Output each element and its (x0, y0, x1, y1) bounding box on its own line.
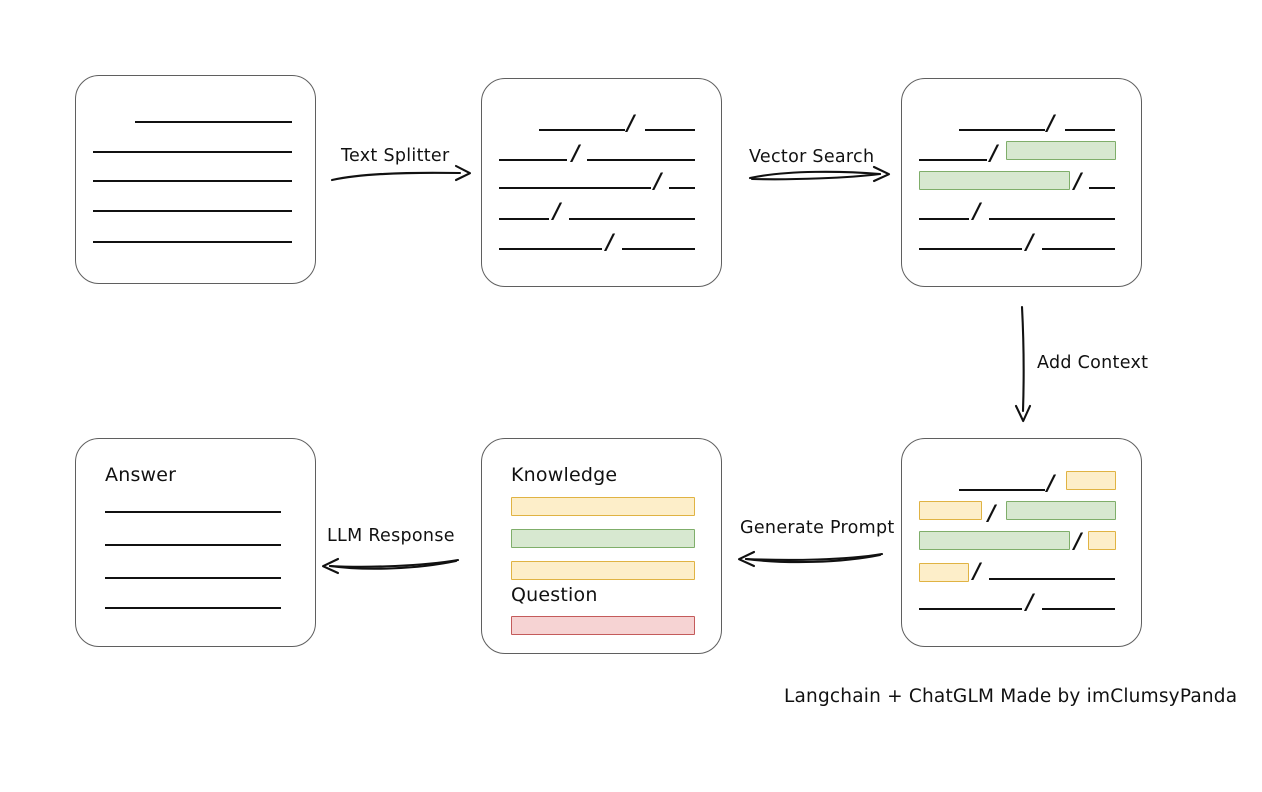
context-chunk-yellow[interactable] (1066, 471, 1116, 490)
retrieved-chunk-green[interactable] (919, 171, 1070, 190)
chunk-line (622, 248, 695, 250)
chunk-line (919, 248, 1022, 250)
retrieved-chunk-green[interactable] (919, 531, 1070, 550)
chunk-line (919, 159, 987, 161)
retrieved-chunk-green[interactable] (1006, 141, 1116, 160)
edge-label-generate-prompt: Generate Prompt (740, 518, 895, 538)
answer-heading: Answer (105, 464, 177, 486)
chunk-line (499, 218, 549, 220)
document-line (135, 121, 292, 123)
question-heading: Question (511, 584, 598, 606)
chunk-line (1089, 187, 1115, 189)
knowledge-heading: Knowledge (511, 464, 618, 486)
chunk-line (1042, 248, 1115, 250)
document-line (93, 180, 292, 182)
chunk-separator-slash: / (988, 501, 996, 525)
document-line (93, 241, 292, 243)
edge-label-text-splitter: Text Splitter (341, 146, 450, 166)
knowledge-chunk-green[interactable] (511, 529, 695, 548)
arrow-add-context (1014, 305, 1032, 423)
chunk-line (499, 248, 602, 250)
retrieved-chunk-green[interactable] (1006, 501, 1116, 520)
chunk-line (959, 489, 1045, 491)
edge-label-vector-search: Vector Search (749, 147, 875, 167)
answer-line (105, 511, 281, 513)
chunk-line (499, 187, 651, 189)
knowledge-chunk-yellow[interactable] (511, 561, 695, 580)
chunk-line (539, 129, 625, 131)
chunk-line (919, 218, 969, 220)
answer-line (105, 577, 281, 579)
edge-label-llm-response: LLM Response (327, 526, 455, 546)
chunk-line (569, 218, 695, 220)
document-line (93, 210, 292, 212)
context-chunk-yellow[interactable] (919, 563, 969, 582)
chunk-separator-slash: / (990, 141, 998, 165)
context-document-box[interactable]: / / / / / (901, 438, 1142, 647)
arrow-text-splitter (330, 164, 472, 182)
footer-caption: Langchain + ChatGLM Made by imClumsyPand… (784, 686, 1238, 707)
chunk-line (1065, 129, 1115, 131)
chunk-line (989, 218, 1115, 220)
chunk-separator-slash: / (973, 559, 981, 583)
edge-label-add-context: Add Context (1037, 353, 1149, 373)
chunk-separator-slash: / (627, 111, 635, 135)
chunk-separator-slash: / (1074, 529, 1082, 553)
answer-line (105, 607, 281, 609)
context-chunk-yellow[interactable] (1088, 531, 1116, 550)
chunk-separator-slash: / (973, 199, 981, 223)
chunk-line (959, 129, 1045, 131)
chunk-separator-slash: / (654, 169, 662, 193)
prompt-box[interactable]: Knowledge Question (481, 438, 722, 654)
source-document-box[interactable] (75, 75, 316, 284)
chunk-separator-slash: / (1047, 111, 1055, 135)
question-chunk-red[interactable] (511, 616, 695, 635)
chunk-separator-slash: / (1026, 590, 1034, 614)
retrieved-document-box[interactable]: / / / / / (901, 78, 1142, 287)
chunk-line (587, 159, 695, 161)
chunk-separator-slash: / (1074, 169, 1082, 193)
chunk-line (919, 608, 1022, 610)
answer-box[interactable]: Answer (75, 438, 316, 647)
answer-line (105, 544, 281, 546)
chunk-separator-slash: / (606, 230, 614, 254)
knowledge-chunk-yellow[interactable] (511, 497, 695, 516)
arrow-llm-response (321, 557, 460, 575)
chunk-separator-slash: / (572, 141, 580, 165)
context-chunk-yellow[interactable] (919, 501, 982, 520)
arrow-generate-prompt (737, 550, 884, 568)
chunk-line (669, 187, 695, 189)
chunk-separator-slash: / (1026, 230, 1034, 254)
chunk-line (645, 129, 695, 131)
chunk-line (989, 578, 1115, 580)
chunk-separator-slash: / (553, 199, 561, 223)
split-document-box[interactable]: / / / / / (481, 78, 722, 287)
chunk-separator-slash: / (1047, 471, 1055, 495)
document-line (93, 151, 292, 153)
chunk-line (499, 159, 567, 161)
arrow-vector-search (748, 165, 891, 183)
chunk-line (1042, 608, 1115, 610)
